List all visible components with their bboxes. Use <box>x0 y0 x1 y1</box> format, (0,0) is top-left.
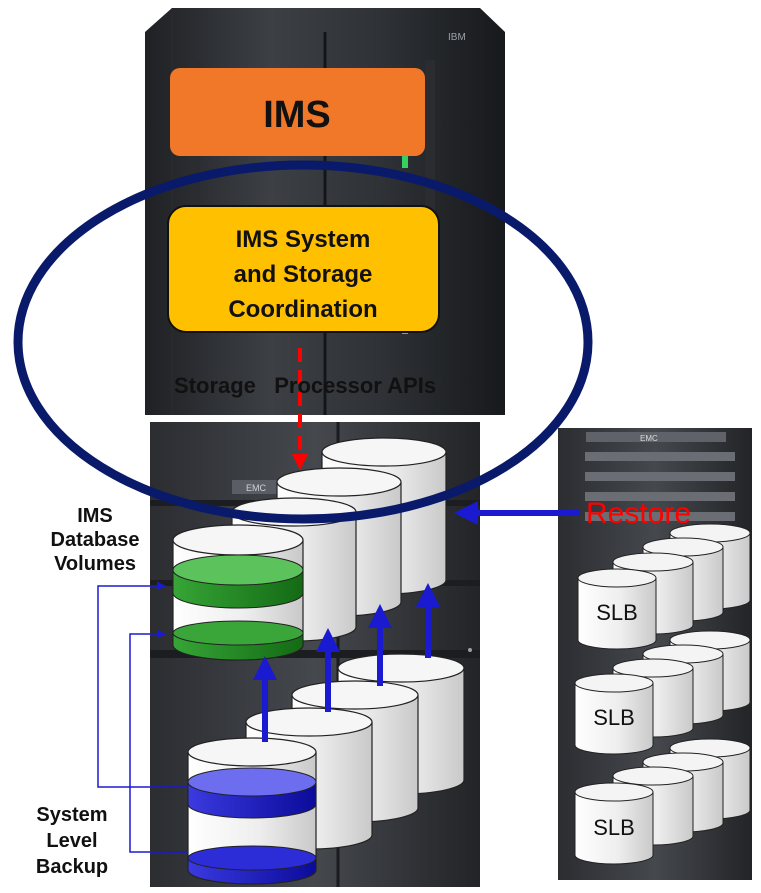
slb-label-middle: SLB <box>593 705 635 730</box>
slb-label-line-1: System <box>36 804 107 826</box>
system-level-backup-cylinder <box>187 737 317 885</box>
database-volumes-line-1: IMS <box>77 505 113 527</box>
ims-label: IMS <box>263 94 331 136</box>
coordination-label-line-1: IMS System <box>236 226 371 253</box>
database-volumes-line-3: Volumes <box>54 553 136 575</box>
restore-label: Restore <box>586 497 691 530</box>
ims-database-volumes-label: IMS Database Volumes <box>51 505 140 575</box>
slb-cylinders-top <box>577 523 751 650</box>
slb-cylinder-front <box>574 782 654 865</box>
connector-line <box>129 629 188 853</box>
coordination-ellipse <box>13 160 593 524</box>
ims-database-cylinder <box>172 524 304 661</box>
slb-label-top: SLB <box>596 600 638 625</box>
slb-label-bottom: SLB <box>593 815 635 840</box>
slb-cylinder-front <box>577 568 657 650</box>
database-volumes-line-2: Database <box>51 529 140 551</box>
emc-badge-left: EMC <box>246 483 267 493</box>
coordination-label-line-3: Coordination <box>228 296 377 323</box>
slb-label-line-3: Backup <box>36 856 108 878</box>
system-level-backup-label: System Level Backup <box>36 804 108 878</box>
copy-arrows <box>253 501 580 742</box>
storage-processor-apis-label: Storage Processor APIs <box>174 373 436 398</box>
ibm-badge: IBM <box>448 32 466 43</box>
coordination-box: IMS System and Storage Coordination <box>167 205 440 333</box>
connector-line <box>97 581 188 788</box>
slb-label-line-2: Level <box>46 830 97 852</box>
slb-cylinder-front <box>574 673 654 755</box>
emc-badge-right: EMC <box>640 434 658 443</box>
ims-box: IMS <box>170 68 425 156</box>
slb-cylinders-middle <box>574 630 751 755</box>
coordination-label-line-2: and Storage <box>234 261 373 288</box>
slb-cylinders-bottom <box>574 738 751 865</box>
connector-lines <box>97 581 188 853</box>
